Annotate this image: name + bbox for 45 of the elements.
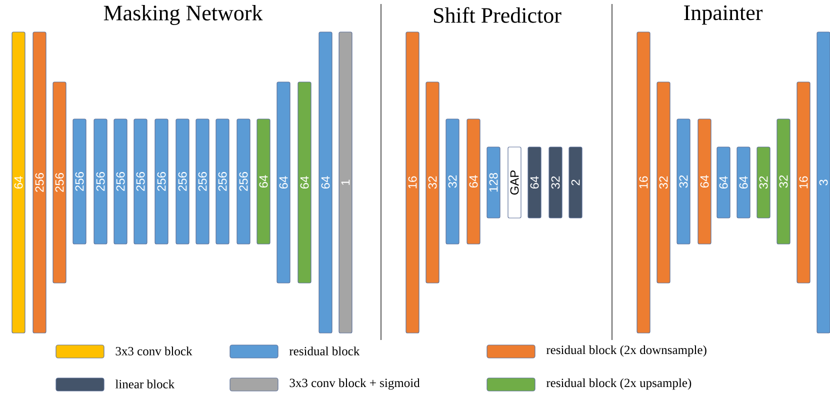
layer-block-bar: 256	[94, 118, 108, 244]
layer-block-bar: 64	[298, 82, 312, 284]
legend-label: residual block (2x upsample)	[546, 378, 692, 390]
layer-block-bar: 64	[528, 146, 542, 218]
layer-block-bar: 64	[736, 146, 750, 218]
layer-block-bar: 32	[656, 82, 670, 284]
layer-block-bar: 256	[72, 118, 86, 244]
layer-block-bar: 32	[426, 82, 440, 284]
layer-block-bar: 32	[756, 146, 770, 218]
layer-block-bar: 64	[276, 82, 290, 284]
layer-block-bar: 256	[216, 118, 230, 244]
legend-label: 3x3 conv block	[116, 346, 192, 356]
layer-block-bar: 32	[548, 146, 562, 218]
layer-block-bar: 16	[636, 32, 650, 334]
layer-block-bar: 256	[32, 32, 46, 334]
legend-label: linear block	[115, 380, 175, 388]
layer-block-bar: 64	[466, 118, 480, 244]
layer-block-bar: 256	[114, 118, 128, 244]
layer-block-bar: 256	[154, 118, 168, 244]
layer-block-bar: 256	[134, 118, 148, 244]
gap-block-bar: GAP	[508, 146, 522, 218]
section-title: Shift Predictor	[434, 7, 562, 23]
layer-block-bar: 256	[176, 118, 190, 244]
legend-label: 3x3 conv block + sigmoid	[290, 378, 420, 390]
layer-block-bar: 3	[816, 32, 830, 334]
layer-block-bar: 64	[256, 118, 270, 244]
layer-block-bar: 16	[796, 82, 810, 284]
section-title: Masking Network	[104, 5, 263, 25]
layer-block-bar: 256	[236, 118, 250, 244]
legend-label: residual block (2x downsample)	[546, 345, 706, 357]
section-title: Inpainter	[684, 5, 763, 25]
layer-block-bar: 1	[338, 32, 352, 334]
layer-block-bar: 64	[12, 32, 26, 334]
layer-block-bar: 128	[486, 146, 500, 218]
legend-label: residual block	[289, 346, 360, 356]
layer-block-bar: 2	[568, 146, 582, 218]
layer-block-bar: 32	[446, 118, 460, 244]
layer-block-bar: 32	[776, 118, 790, 244]
layer-block-bar: 256	[52, 82, 66, 284]
layer-block-bar: 256	[196, 118, 210, 244]
layer-block-bar: 64	[318, 32, 332, 334]
layer-block-bar: 16	[406, 32, 420, 334]
layer-block-bar: 32	[676, 118, 690, 244]
layer-block-bar: 64	[698, 118, 712, 244]
layer-block-bar: 64	[716, 146, 730, 218]
